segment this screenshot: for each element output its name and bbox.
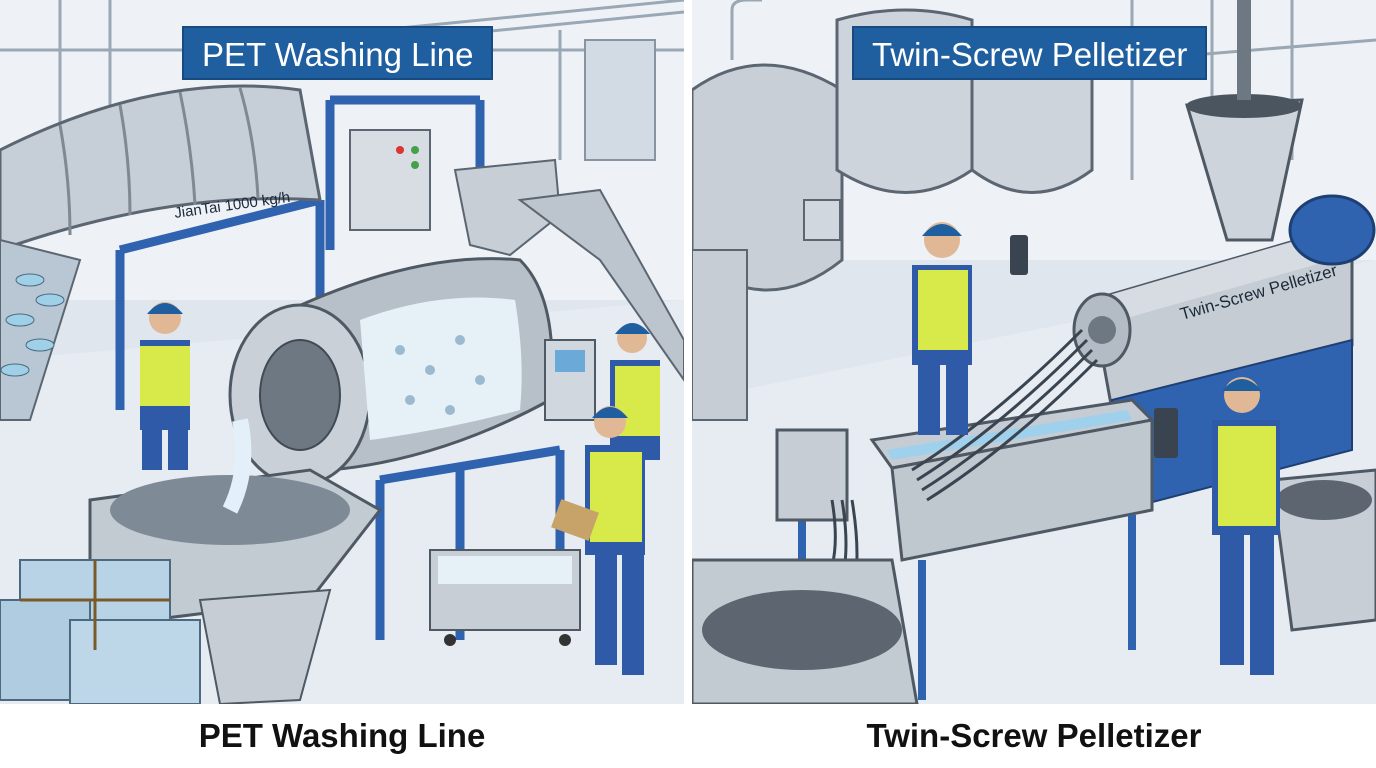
extruder-body: Twin-Screw Pelletizer xyxy=(1072,228,1354,412)
worker-a xyxy=(912,222,1028,435)
right-caption: Twin-Screw Pelletizer xyxy=(866,717,1202,754)
cooling-water-trough xyxy=(869,328,1156,562)
worker-3 xyxy=(551,406,645,675)
left-caption: PET Washing Line xyxy=(198,717,486,754)
twin-screw-pelletizer-illustration: Twin-Screw Pelletizer xyxy=(692,0,1376,704)
panel-title-banner: PET Washing Line xyxy=(182,26,494,80)
rotating-drum xyxy=(228,257,554,487)
worker-1 xyxy=(140,302,190,470)
worker-b xyxy=(1154,377,1280,675)
worker-2 xyxy=(610,323,660,460)
panel-divider xyxy=(684,0,692,704)
pet-washing-line-illustration: JianTai 1000 kg/h xyxy=(0,0,684,704)
top-washing-drum: JianTai 1000 kg/h xyxy=(0,84,322,252)
panel-title-banner: Twin-Screw Pelletizer xyxy=(852,26,1208,80)
